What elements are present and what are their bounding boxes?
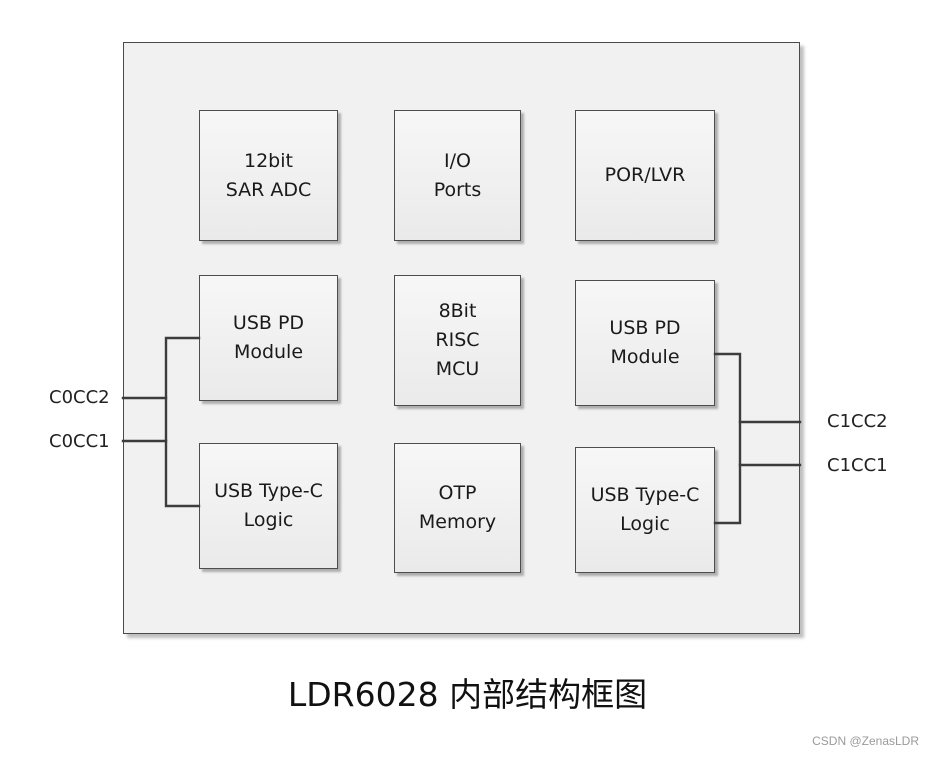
block-por-lvr-label: POR/LVR [604,164,686,186]
block-usb-pd-left: USB PD Module [199,275,338,401]
block-typec-right: USB Type-C Logic [575,447,715,573]
watermark: CSDN @ZenasLDR [812,734,919,748]
block-sar-adc-label: 12bit SAR ADC [225,149,312,201]
block-otp-label: OTP Memory [418,482,497,533]
block-mcu-label: 8Bit RISC MCU [435,300,480,380]
block-otp: OTP Memory [394,443,521,573]
block-sar-adc: 12bit SAR ADC [199,110,338,241]
block-usb-pd-right-label: USB PD Module [609,317,681,368]
block-typec-left: USB Type-C Logic [199,443,338,569]
block-typec-left-label: USB Type-C Logic [214,480,323,531]
pin-label-c1cc1: C1CC1 [827,455,888,476]
block-usb-pd-right: USB PD Module [575,280,715,406]
block-typec-right-label: USB Type-C Logic [590,484,700,535]
pin-label-c0cc1: C0CC1 [49,431,110,452]
block-usb-pd-left-label: USB PD Module [232,312,305,363]
block-por-lvr: POR/LVR [575,110,715,241]
pin-label-c0cc2: C0CC2 [49,387,110,408]
pin-label-c1cc2: C1CC2 [827,411,888,432]
diagram-caption: LDR6028 内部结构框图 [287,675,648,714]
block-io-ports-label: I/O Ports [433,149,482,201]
block-mcu: 8Bit RISC MCU [394,275,521,406]
block-io-ports: I/O Ports [394,110,521,241]
